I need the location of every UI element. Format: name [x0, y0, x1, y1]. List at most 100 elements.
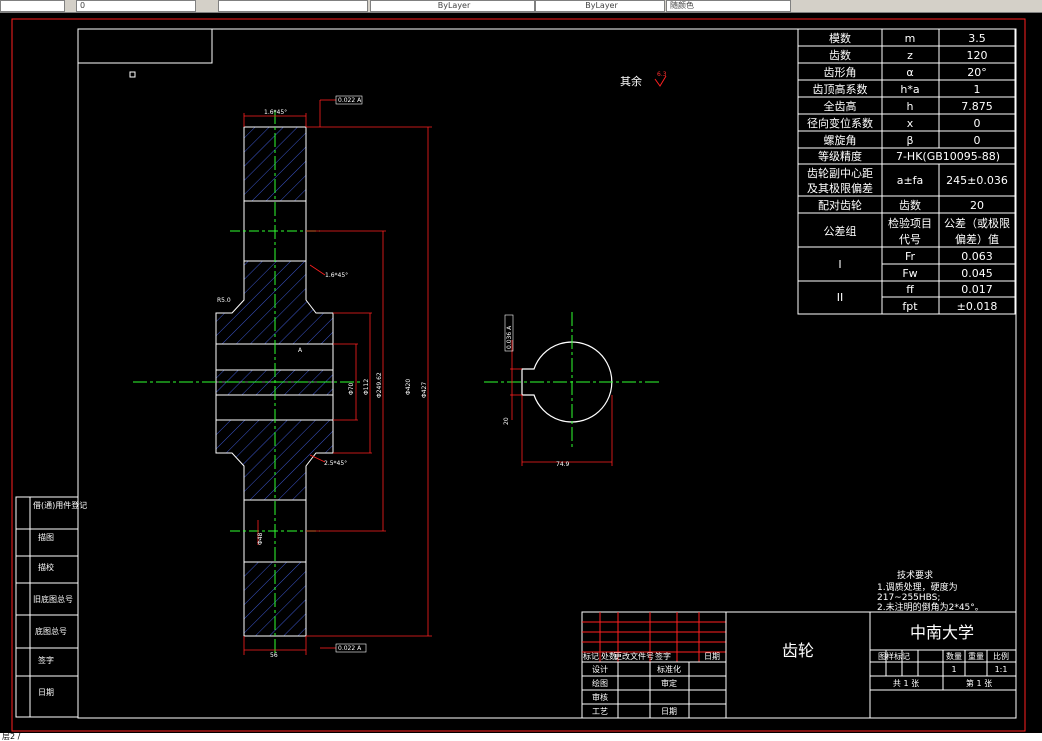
- param-value: 1: [974, 83, 981, 96]
- center-dist-symbol: a±fa: [897, 174, 924, 187]
- dia-112: Φ112: [363, 379, 370, 395]
- plotstyle-dropdown[interactable]: 随颜色: [666, 0, 791, 12]
- param-name: 模数: [829, 32, 851, 45]
- side-label: 描校: [38, 562, 54, 572]
- hub-end-view: 0.036 A 74.9 20: [484, 312, 660, 468]
- precision-value: 7-HK(GB10095-88): [896, 150, 1000, 163]
- school-name: 中南大学: [910, 623, 974, 642]
- radius-label: R5.0: [217, 297, 231, 304]
- precision-label: 等级精度: [818, 149, 862, 163]
- param-name: 全齿高: [824, 99, 857, 113]
- side-label: 签字: [38, 655, 54, 665]
- lineweight-label: ByLayer: [585, 1, 618, 10]
- plotstyle-label: 随颜色: [670, 1, 694, 10]
- param-value: 0: [974, 134, 981, 147]
- role-label: 审核: [592, 692, 608, 702]
- outer-frame: [11, 18, 1026, 732]
- tol-value-label: 公差（或极限: [944, 216, 1010, 230]
- side-binding-table: 借(通)用件登记 描图 描校 旧底图总号 底图总号 签字 日期: [15, 496, 87, 718]
- dia-70: Φ70: [348, 382, 355, 395]
- qty-value: 1: [951, 665, 956, 674]
- small-marker: [129, 71, 136, 78]
- side-label: 底图总号: [35, 626, 67, 636]
- remainder-label: 其余: [620, 74, 642, 88]
- role-label: 标准化: [657, 664, 681, 674]
- cad-drawing: 借(通)用件登记 描图 描校 旧底图总号 底图总号 签字 日期: [11, 18, 1026, 732]
- group-label: I: [838, 258, 841, 271]
- side-label: 描图: [38, 532, 54, 542]
- linetype-dropdown[interactable]: ByLayer: [370, 0, 535, 12]
- dia-427: Φ427: [421, 382, 428, 398]
- mating-symbol: 齿数: [899, 199, 921, 212]
- sheet-total: 共 1 张: [893, 679, 919, 688]
- drawing-canvas[interactable]: 借(通)用件登记 描图 描校 旧底图总号 底图总号 签字 日期: [0, 13, 1042, 733]
- param-symbol: h: [907, 100, 914, 113]
- sheet-number: 第 1 张: [966, 678, 992, 688]
- title-header: 标记: [583, 651, 599, 661]
- width-bottom: 56: [270, 652, 278, 659]
- stage-header: 图样标记: [878, 651, 910, 661]
- mating-value: 20: [970, 199, 984, 212]
- tol-code: Fr: [905, 250, 916, 263]
- lineweight-dropdown[interactable]: ByLayer: [535, 0, 665, 12]
- side-label: 借(通)用件登记: [33, 500, 87, 510]
- tol-item-label: 代号: [899, 233, 921, 246]
- gear-section-view: 0.022 A 0.022 A 1.6*45° 1.6*45° 2.5*45° …: [133, 95, 432, 659]
- gear-parameter-table: [797, 28, 1016, 315]
- role-label: 日期: [661, 707, 677, 716]
- param-symbol: z: [907, 49, 913, 62]
- group-label: II: [837, 291, 844, 304]
- tol-code: Fw: [902, 267, 917, 280]
- dia-249: Φ249.62: [376, 372, 383, 398]
- role-label: 设计: [592, 664, 608, 674]
- param-value: 0: [974, 117, 981, 130]
- drawing-border: [77, 28, 1017, 719]
- tech-line: 2.未注明的倒角为2*45°。: [877, 601, 984, 613]
- tol-value: 0.017: [961, 283, 993, 296]
- color-dropdown[interactable]: [218, 0, 368, 12]
- tol-value: 0.045: [961, 267, 993, 280]
- side-label: 旧底图总号: [33, 594, 73, 604]
- part-name: 齿轮: [782, 641, 814, 660]
- role-label: 绘图: [592, 678, 608, 688]
- properties-toolbar: 0 ByLayer ByLayer 随颜色: [0, 0, 1042, 13]
- title-header: 处数: [601, 651, 617, 661]
- role-label: 审定: [661, 678, 677, 688]
- layer-dropdown[interactable]: [0, 0, 65, 12]
- command-line[interactable]: 层2 /: [0, 733, 1042, 741]
- command-text: 层2 /: [2, 732, 21, 741]
- tech-title: 技术要求: [897, 569, 933, 581]
- param-symbol: β: [906, 134, 913, 147]
- param-value: 7.875: [961, 100, 993, 113]
- param-value: 120: [967, 49, 988, 62]
- layer-state-dropdown[interactable]: 0: [76, 0, 196, 12]
- technical-requirements: 技术要求 1.调质处理，硬度为 217~255HBS; 2.未注明的倒角为2*4…: [877, 569, 984, 613]
- stage-header: 数量: [946, 651, 962, 661]
- tech-line: 1.调质处理，硬度为: [877, 581, 958, 593]
- roughness-symbol: [654, 75, 667, 87]
- param-value: 3.5: [968, 32, 986, 45]
- param-name: 齿顶高系数: [813, 82, 868, 96]
- param-name: 齿数: [829, 49, 851, 62]
- center-dist-value: 245±0.036: [946, 174, 1008, 187]
- tol-item-label: 检验项目: [888, 216, 932, 230]
- param-name: 齿形角: [824, 66, 857, 79]
- runout-top: 0.022 A: [338, 97, 362, 104]
- stage-header: 比例: [993, 651, 1009, 661]
- tol-value-label: 偏差）值: [955, 232, 999, 246]
- title-block: [581, 611, 1017, 719]
- keyway-tol: 0.036 A: [506, 325, 513, 349]
- side-label: 日期: [38, 688, 54, 697]
- runout-bottom: 0.022 A: [338, 645, 362, 652]
- param-name: 径向变位系数: [807, 116, 873, 130]
- param-symbol: m: [905, 32, 916, 45]
- mating-label: 配对齿轮: [818, 198, 862, 212]
- param-rows: 模数 m 3.5 齿数 z 120 齿形角 α 20° 齿顶高系数 h*a 1 …: [807, 32, 1010, 313]
- dia-420: Φ420: [405, 379, 412, 395]
- center-dist-label: 齿轮副中心距: [807, 166, 873, 180]
- tol-value: 0.063: [961, 250, 993, 263]
- param-symbol: α: [906, 66, 913, 79]
- tol-group-label: 公差组: [824, 224, 857, 238]
- param-symbol: x: [907, 117, 914, 130]
- linetype-label: ByLayer: [437, 1, 471, 10]
